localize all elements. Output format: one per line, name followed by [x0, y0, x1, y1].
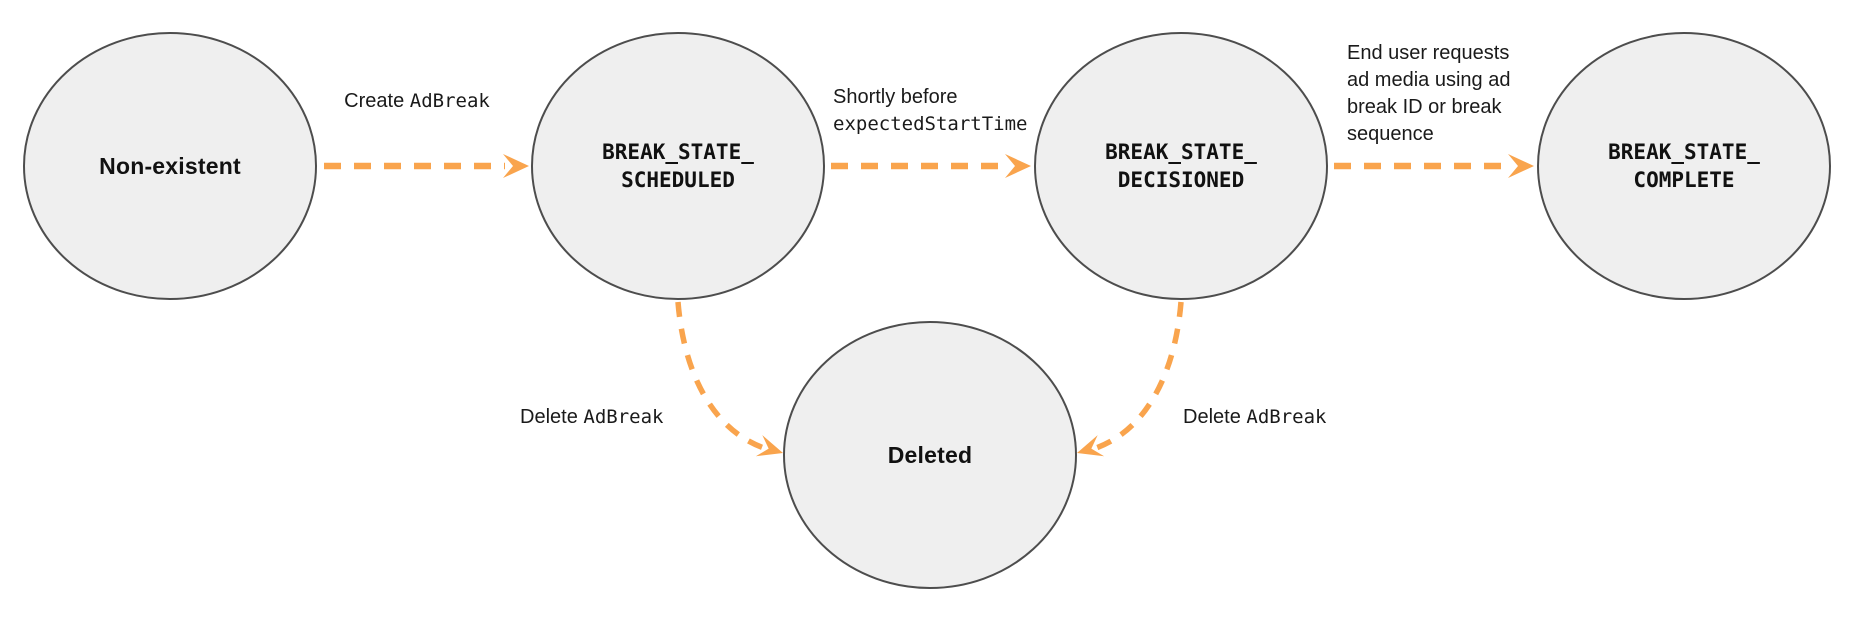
- edge-label-delete-adbreak-right: Delete AdBreak: [1183, 406, 1327, 428]
- arrowhead-icon: [1508, 154, 1534, 178]
- arrowhead-icon: [503, 154, 529, 178]
- state-node-decisioned-shape: [1034, 32, 1328, 300]
- edge-delete-from-decisioned-curve: [1095, 301, 1184, 451]
- arrowhead-icon: [755, 435, 783, 457]
- edge-label-create-adbreak: Create AdBreak: [344, 90, 490, 112]
- edge-label-shortly-before: Shortly before expectedStartTime: [833, 86, 1028, 135]
- state-node-complete-shape: [1537, 32, 1831, 300]
- arrowhead-icon: [1077, 435, 1105, 457]
- state-node-scheduled-shape: [531, 32, 825, 300]
- edge-delete-from-scheduled-curve: [675, 301, 765, 451]
- state-node-deleted-shape: [783, 321, 1077, 589]
- edge-label-end-user-requests: End user requests ad media using ad brea…: [1347, 42, 1511, 145]
- arrowhead-icon: [1005, 154, 1031, 178]
- state-node-non-existent-shape: [23, 32, 317, 300]
- edge-label-delete-adbreak-left: Delete AdBreak: [520, 406, 664, 428]
